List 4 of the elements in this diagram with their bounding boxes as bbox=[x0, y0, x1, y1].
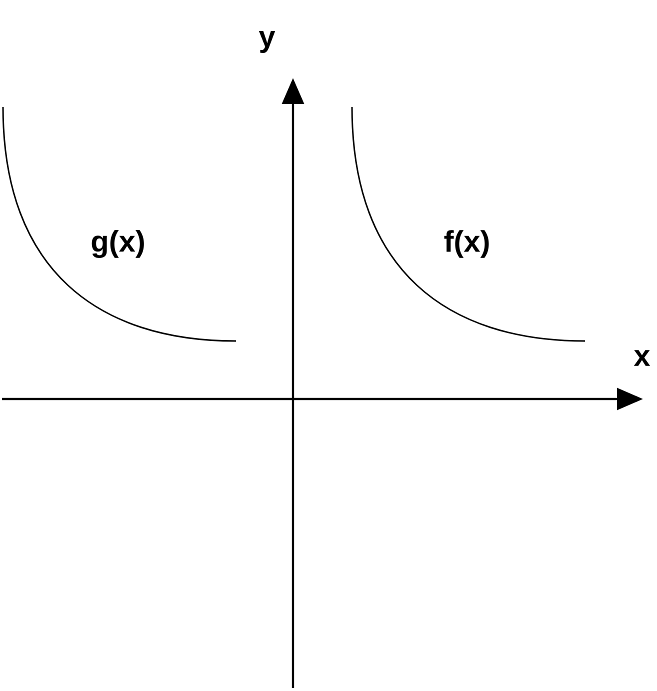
axis-label: y bbox=[258, 31, 276, 53]
curve-label: g(x) bbox=[92, 230, 144, 258]
curve-label: f(x) bbox=[444, 230, 489, 258]
axis-label: x bbox=[634, 350, 650, 366]
